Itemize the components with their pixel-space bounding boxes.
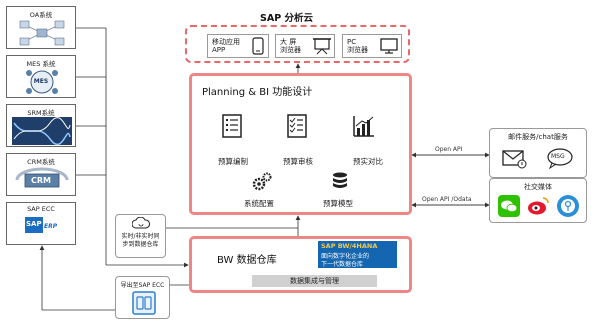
bw4hana-tag-line2: 面向数字化企业的 [321,253,370,260]
system-box-sap-ecc: SAP ECC SAP ERP [6,202,76,245]
export-sap-ecc-box: 导出至SAP ECC [115,276,170,319]
system-box-srm: SRM系统 [6,104,76,147]
cloud-title: SAP 分析云 [260,13,313,24]
system-label-crm: CRM系统 [27,158,55,166]
erp-logo-text: ERP [44,223,58,230]
mes-icon [26,70,58,94]
planning-bi-title: Planning & BI 功能设计 [202,87,313,98]
budget-list-icon [222,114,242,138]
sap-logo-text: SAP [26,220,42,228]
open-api-label: Open API [435,146,463,153]
func-label-budget-model: 预算模型 [323,199,353,208]
mail-chat-service-box: 邮件服务/chat服务 MSG [489,128,587,178]
system-label-sap-ecc: SAP ECC [27,205,55,213]
data-integration-bar: 数据集成与管理 [252,275,377,287]
system-box-mes: MES 系统 MES [6,55,76,98]
device-label-mobile: 移动应用 APP [212,38,240,54]
database-icon [333,172,347,188]
network-icon [19,20,65,46]
monitor-icon [380,38,398,54]
mobile-icon [252,37,264,55]
system-label-srm: SRM系统 [27,109,55,117]
system-box-crm: CRM系统 CRM [6,153,76,196]
chat-msg-label: MSG [551,153,565,160]
presentation-screen-icon [313,38,331,55]
bw-title: BW 数据仓库 [217,255,277,266]
bw4hana-tag-line3: 下一代数据仓库 [321,261,364,268]
social-media-title: 社交媒体 [524,183,552,191]
circle-app-icon [556,194,580,218]
export-label: 导出至SAP ECC [120,282,165,289]
device-big-screen: 大 屏 浏览器 [275,34,335,58]
bw4hana-tag-title: SAP BW/4HANA [321,242,378,250]
social-media-box: 社交媒体 [489,178,587,223]
dna-icon [12,117,72,145]
device-pc: PC 浏览器 [342,34,402,58]
crm-icon [15,167,69,188]
system-label-oa: OA系统 [29,11,53,19]
device-label-big-screen: 大 屏 浏览器 [280,38,301,54]
bw-warehouse-box: BW 数据仓库 SAP BW/4HANA 面向数字化企业的 下一代数据仓库 数据… [189,236,412,293]
mail-icon [502,150,527,169]
realtime-sync-label: 实时/非实时同 步到数据仓库 [121,233,160,248]
data-integration-label: 数据集成与管理 [290,277,339,285]
gears-icon [252,172,272,191]
system-label-mes: MES 系统 [26,60,56,68]
realtime-sync-box: 实时/非实时同 步到数据仓库 [115,214,166,258]
device-mobile: 移动应用 APP [207,34,269,58]
bar-chart-icon [353,116,374,137]
func-label-budget-review: 预算审核 [283,157,313,166]
chat-bubble-icon [547,148,573,169]
func-label-actual-compare: 预实对比 [353,157,383,166]
device-access-box: 移动应用 APP 大 屏 浏览器 PC 浏览器 [185,25,410,63]
wechat-icon [498,195,520,217]
system-box-oa: OA系统 [6,6,76,49]
cloud-sync-icon [132,217,150,229]
export-icon [132,291,156,315]
crm-logo-text: CRM [31,176,51,185]
mes-logo-text: MES [33,78,49,85]
planning-bi-box: Planning & BI 功能设计 预算编制 预算审核 预实对比 系统配置 预 [189,73,412,215]
weibo-icon [526,195,550,217]
checklist-icon [287,114,307,138]
func-label-budget-prep: 预算编制 [218,157,248,166]
func-label-system-config: 系统配置 [244,199,274,208]
device-label-pc: PC 浏览器 [347,38,368,54]
sap-erp-icon [25,217,43,233]
open-api-odata-label: Open API /Odata [422,196,472,203]
mail-chat-title: 邮件服务/chat服务 [508,133,568,141]
bw4hana-tag: SAP BW/4HANA 面向数字化企业的 下一代数据仓库 [318,241,397,268]
